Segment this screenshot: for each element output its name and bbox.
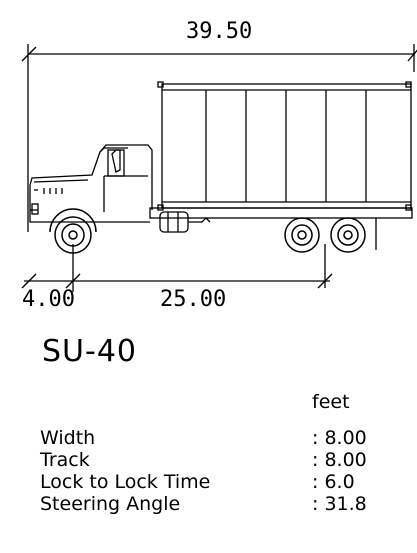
spec-row: Lock to Lock Time : 6.0 xyxy=(40,471,367,493)
truck-frame xyxy=(149,207,413,233)
lower-dimension-lines xyxy=(21,244,333,292)
units-label: feet xyxy=(312,391,350,413)
overall-length-dimension xyxy=(21,44,417,232)
spec-label: Lock to Lock Time xyxy=(40,471,211,493)
spec-row: Width : 8.00 xyxy=(40,427,367,449)
truck-drawing: 39.50 xyxy=(21,19,417,312)
overall-length-label: 39.50 xyxy=(186,19,252,44)
spec-value: : 8.00 xyxy=(312,449,367,471)
spec-value: : 8.00 xyxy=(312,427,367,449)
front-overhang-label: 4.00 xyxy=(22,287,75,312)
rear-wheel-1 xyxy=(284,217,320,253)
spec-value: : 31.8 xyxy=(312,493,367,515)
spec-label: Width xyxy=(40,427,96,449)
spec-label: Track xyxy=(40,449,90,471)
spec-row: Steering Angle : 31.8 xyxy=(40,493,367,515)
front-wheel xyxy=(49,208,97,254)
wheelbase-label: 25.00 xyxy=(160,287,226,312)
vehicle-name: SU-40 xyxy=(42,334,137,369)
truck-cab xyxy=(29,144,153,223)
spec-value: : 6.0 xyxy=(312,471,355,493)
spec-label: Steering Angle xyxy=(40,493,181,515)
rear-wheel-2 xyxy=(330,217,366,253)
spec-row: Track : 8.00 xyxy=(40,449,367,471)
cargo-box xyxy=(157,81,412,211)
specs-table: Width : 8.00 Track : 8.00 Lock to Lock T… xyxy=(40,427,367,515)
